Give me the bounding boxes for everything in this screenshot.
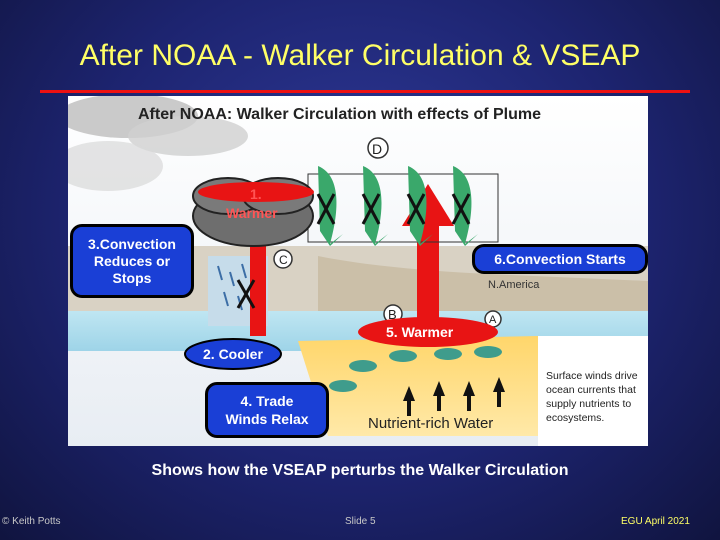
warmer-1-number: 1. — [250, 186, 262, 202]
downward-air-column — [250, 246, 266, 336]
callout-line: 3.Convection — [88, 235, 176, 252]
cloud-shape — [68, 141, 163, 191]
footer-copyright: © Keith Potts — [2, 516, 61, 527]
side-note-line: supply nutrients to — [546, 398, 631, 410]
figure-title: After NOAA: Walker Circulation with effe… — [138, 106, 542, 123]
callout-line: Reduces or — [93, 252, 171, 269]
side-note-background — [538, 336, 648, 446]
slide-caption: Shows how the VSEAP perturbs the Walker … — [151, 462, 569, 479]
title-underline — [40, 90, 690, 93]
cooler-region — [184, 338, 282, 370]
side-note-line: Surface winds drive — [546, 370, 638, 382]
cloud-shape — [128, 116, 248, 156]
callout-line: 4. Trade — [240, 393, 294, 409]
slide-title: After NOAA - Walker Circulation & VSEAP — [79, 39, 641, 72]
region-label: N.America — [488, 279, 540, 291]
callout-convection-starts: 6.Convection Starts — [472, 244, 648, 274]
marker-d-icon — [367, 137, 389, 159]
cooler-label: 2. Cooler — [203, 346, 263, 362]
footer-slide-number: Slide 5 — [345, 516, 376, 527]
warm-cloud — [192, 177, 314, 247]
footer-event: EGU April 2021 — [621, 516, 690, 527]
nutrient-upwelling-arrows — [403, 377, 505, 416]
callout-line: Stops — [112, 269, 152, 286]
callout-trade-winds: 4. Trade Winds Relax — [205, 382, 329, 438]
callout-convection-reduces: 3.Convection Reduces or Stops — [70, 224, 194, 298]
green-wind-arrows — [307, 166, 499, 246]
water-label: Nutrient-rich Water — [368, 415, 493, 432]
side-note-line: ecosystems. — [546, 412, 604, 424]
updraft-arrow-shaft — [417, 221, 439, 331]
marker-b-label: B — [388, 307, 397, 322]
warmer-1-label: Warmer — [226, 205, 278, 221]
marker-c-icon — [273, 249, 293, 269]
callout-line: 6.Convection Starts — [494, 251, 626, 267]
callout-line: Winds Relax — [225, 411, 309, 427]
warmer-region — [358, 317, 498, 347]
stop-x-mark — [236, 279, 256, 309]
warmer-5-label: 5. Warmer — [386, 324, 454, 340]
fish-group — [329, 346, 502, 392]
land-region — [318, 256, 648, 321]
marker-a-label: A — [489, 314, 497, 326]
marker-c-label: C — [279, 253, 288, 267]
marker-d-label: D — [372, 141, 382, 157]
side-note-line: ocean currents that — [546, 384, 636, 396]
